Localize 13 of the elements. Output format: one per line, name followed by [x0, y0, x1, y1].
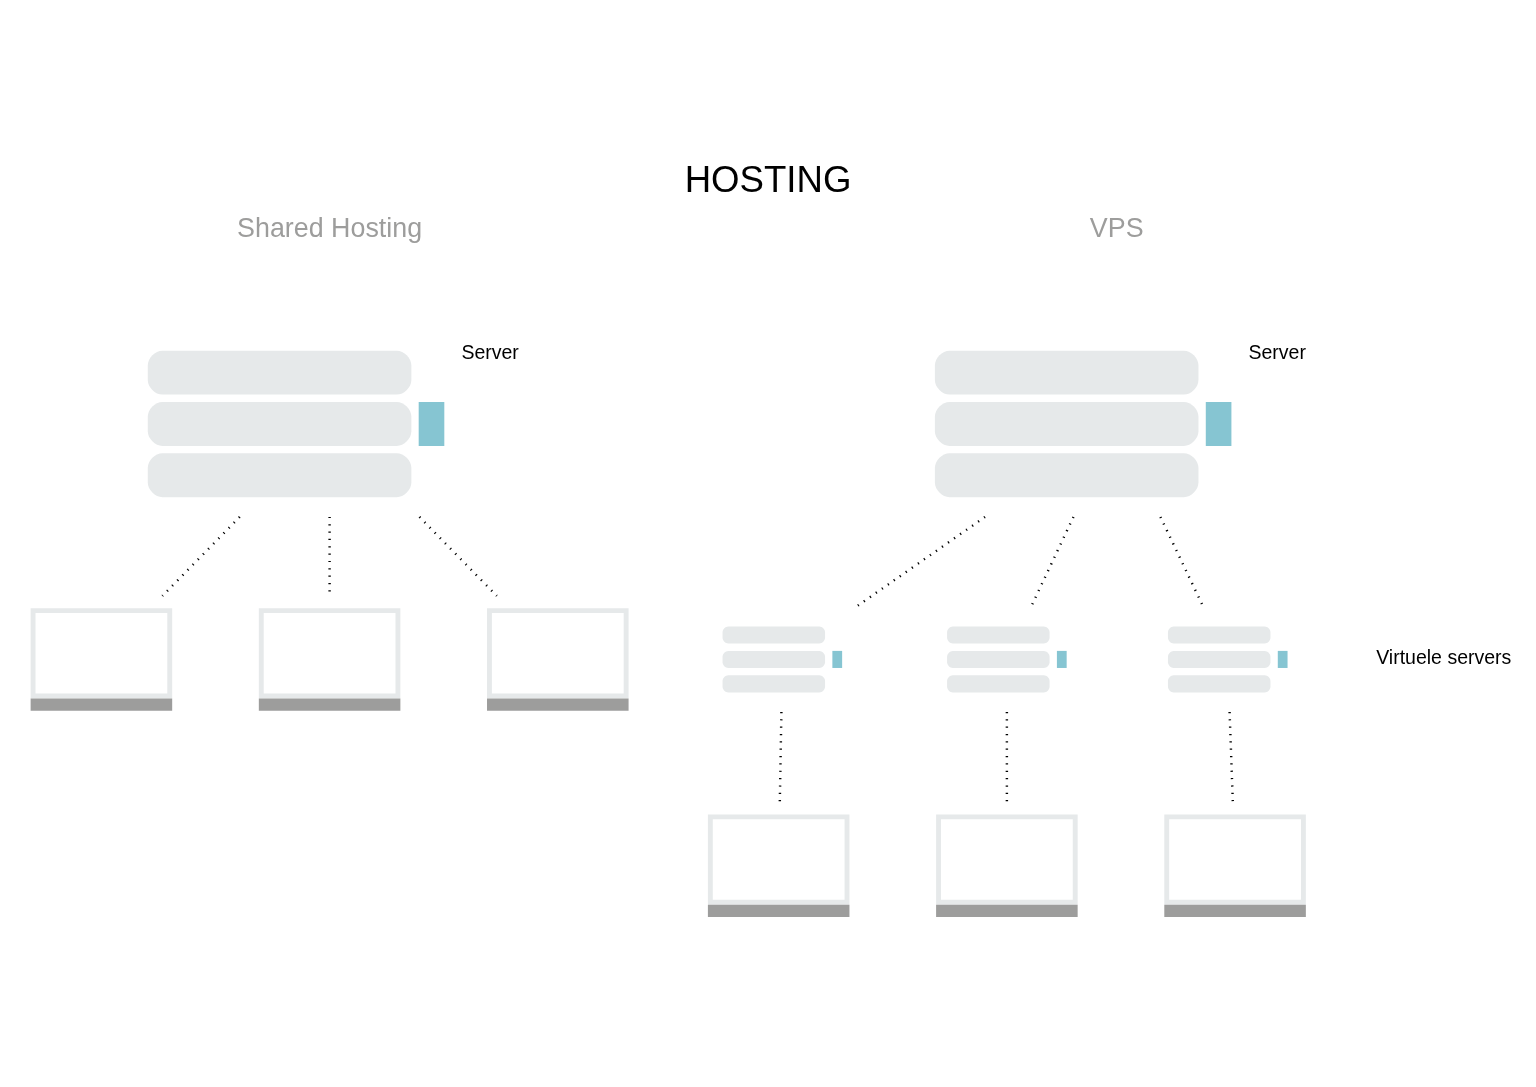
- connector: [1005, 712, 1009, 803]
- node-label: Server: [461, 340, 519, 363]
- connector: [778, 712, 783, 803]
- connector: [1030, 516, 1075, 608]
- node-label: Server: [1248, 340, 1306, 363]
- connector: [1228, 712, 1235, 803]
- label: Virtuele servers: [1376, 646, 1512, 669]
- connector: [855, 515, 986, 608]
- connector: [161, 516, 241, 597]
- label: Shared Hosting: [237, 212, 423, 243]
- connector: [418, 516, 498, 597]
- label: VPS: [1089, 212, 1144, 243]
- diagram-title: HOSTING: [684, 159, 852, 201]
